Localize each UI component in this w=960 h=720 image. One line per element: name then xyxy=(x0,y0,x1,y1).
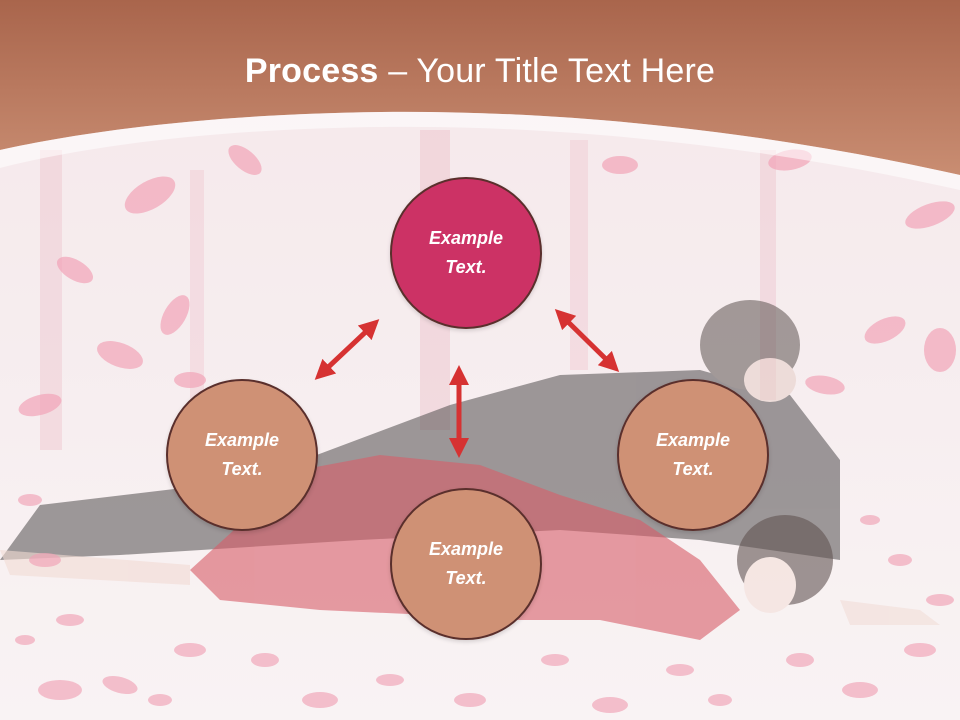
title-rest: – Your Title Text Here xyxy=(378,52,716,90)
node-top-line2: Text. xyxy=(445,257,487,277)
node-right-line2: Text. xyxy=(672,459,714,479)
process-node-left: Example Text. xyxy=(166,379,318,531)
header-band xyxy=(0,0,960,190)
node-bottom-line2: Text. xyxy=(445,568,487,588)
slide-title: Process – Your Title Text Here xyxy=(0,52,960,91)
node-bottom-line1: Example xyxy=(428,539,504,559)
node-right-line1: Example xyxy=(655,430,731,450)
node-left-line1: Example xyxy=(204,430,280,450)
process-node-right: Example Text. xyxy=(617,379,769,531)
title-strong: Process xyxy=(244,52,379,90)
process-node-top: Example Text. xyxy=(390,177,542,329)
node-top-line1: Example xyxy=(428,228,504,248)
node-left-line2: Text. xyxy=(221,459,263,479)
process-node-bottom: Example Text. xyxy=(390,488,542,640)
